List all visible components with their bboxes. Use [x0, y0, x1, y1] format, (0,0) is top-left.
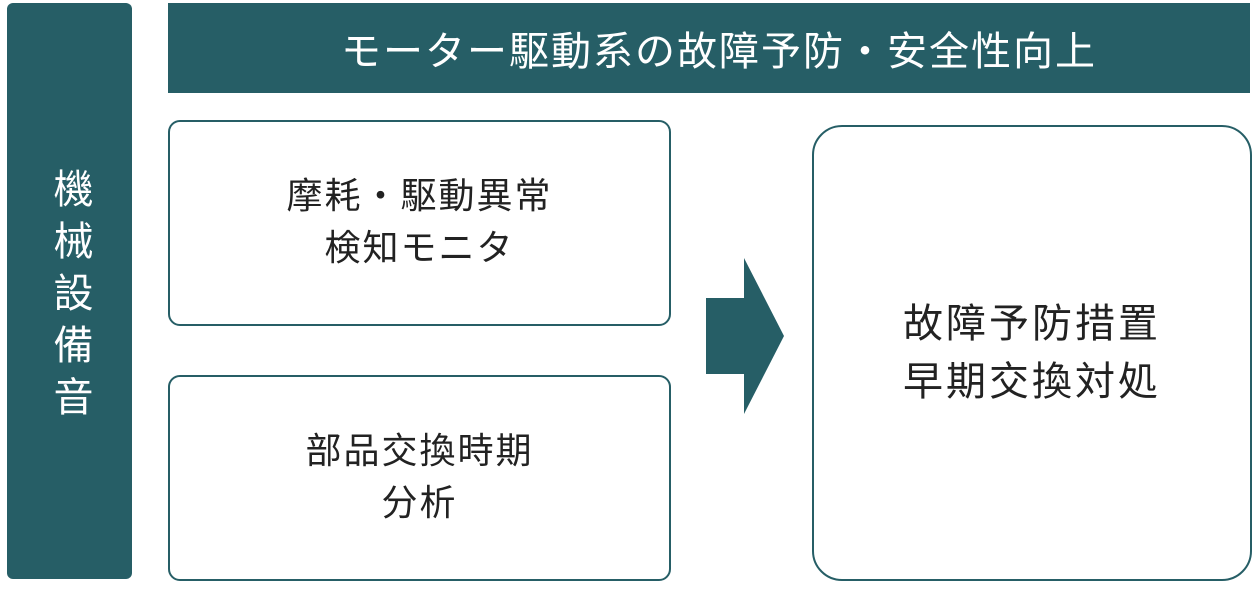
header-banner: モーター駆動系の故障予防・安全性向上 [168, 3, 1250, 93]
side-category-label: 機械設備音 [46, 168, 93, 428]
replacement-analysis-box: 部品交換時期 分析 [168, 375, 671, 581]
right-arrow-icon [706, 258, 784, 414]
replacement-analysis-line1: 部品交換時期 [305, 431, 534, 472]
wear-monitor-box: 摩耗・駆動異常 検知モニタ [168, 120, 671, 326]
side-category-bar: 機械設備音 [7, 3, 132, 579]
prevention-measures-box: 故障予防措置 早期交換対処 [812, 125, 1252, 581]
replacement-analysis-line2: 分析 [381, 483, 458, 524]
prevention-measures-line2: 早期交換対処 [903, 359, 1161, 405]
wear-monitor-line1: 摩耗・駆動異常 [286, 176, 553, 217]
prevention-measures-line1: 故障予防措置 [903, 301, 1161, 347]
header-title: モーター駆動系の故障予防・安全性向上 [341, 29, 1097, 75]
wear-monitor-line2: 検知モニタ [324, 228, 515, 269]
